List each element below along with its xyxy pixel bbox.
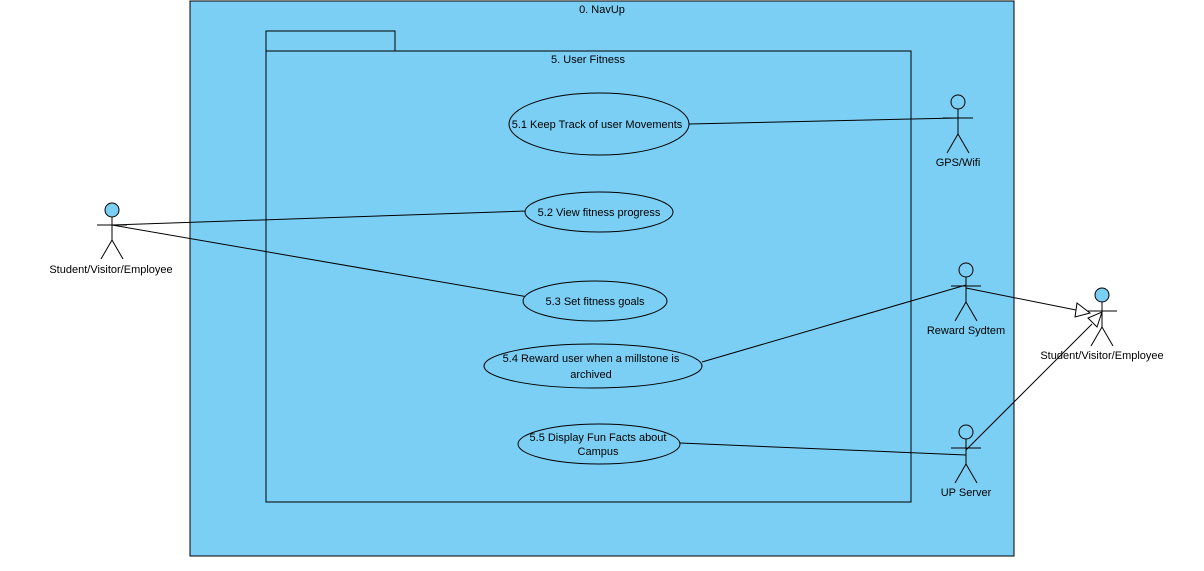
actor-leg-left bbox=[1090, 326, 1103, 347]
actor-gps-wifi bbox=[943, 94, 973, 154]
use-case-label: 5.1 Keep Track of user Movements bbox=[512, 119, 683, 131]
generalizations bbox=[965, 287, 1103, 451]
actor-leg-left bbox=[946, 133, 959, 154]
use-case-ellipse bbox=[483, 343, 703, 389]
actor-label: Student/Visitor/Employee bbox=[49, 264, 172, 276]
associations bbox=[111, 117, 967, 456]
use-case-ellipse bbox=[517, 423, 681, 465]
actor-up-server bbox=[951, 424, 981, 484]
actor-label: GPS/Wifi bbox=[936, 157, 981, 169]
system-title: 0. NavUp bbox=[579, 4, 625, 16]
actor-reward-system bbox=[951, 262, 981, 322]
actor-leg-left bbox=[100, 239, 113, 260]
package-title: 5. User Fitness bbox=[551, 54, 625, 66]
actor-leg-left bbox=[954, 301, 967, 322]
actor-head bbox=[1094, 287, 1110, 303]
use-case-5-4: 5.4 Reward user when a millstone is arch… bbox=[483, 343, 703, 389]
generalization-upserver-arrowhead bbox=[1087, 311, 1103, 328]
use-case-label-line-2: Campus bbox=[578, 446, 619, 458]
actor-head bbox=[958, 424, 974, 440]
use-case-label-line-2: archived bbox=[570, 369, 612, 381]
generalization-reward-line bbox=[965, 287, 1077, 311]
actor-leg-left bbox=[954, 463, 967, 484]
actor-student-left bbox=[97, 202, 127, 260]
use-case-5-5: 5.5 Display Fun Facts about Campus bbox=[517, 423, 681, 465]
association-student-uc2 bbox=[111, 210, 527, 226]
actor-student-right bbox=[1087, 287, 1117, 347]
association-student-uc3 bbox=[111, 224, 541, 300]
actor-label: Student/Visitor/Employee bbox=[1040, 350, 1163, 362]
use-case-ellipse bbox=[522, 280, 668, 322]
association-uc4-reward bbox=[701, 284, 967, 363]
use-case-5-3: 5.3 Set fitness goals bbox=[522, 280, 668, 322]
use-case-5-1: 5.1 Keep Track of user Movements bbox=[508, 92, 690, 156]
actor-leg-right bbox=[957, 133, 970, 154]
actor-leg-right bbox=[965, 301, 978, 322]
use-case-ellipse bbox=[508, 92, 690, 156]
generalization-upserver-line bbox=[965, 323, 1093, 451]
actor-leg-right bbox=[1101, 326, 1114, 347]
use-case-label: 5.3 Set fitness goals bbox=[545, 296, 645, 308]
package-tab bbox=[265, 30, 396, 52]
actor-label: Reward Sydtem bbox=[927, 325, 1005, 337]
actor-leg-right bbox=[111, 239, 124, 260]
actor-head bbox=[958, 262, 974, 278]
use-case-5-2: 5.2 View fitness progress bbox=[524, 191, 674, 233]
use-case-label-line-1: 5.4 Reward user when a millstone is bbox=[503, 353, 680, 365]
association-uc5-upserver bbox=[679, 442, 967, 456]
generalization-reward-arrowhead bbox=[1074, 302, 1092, 318]
association-uc1-gps bbox=[688, 117, 959, 125]
use-case-ellipse bbox=[524, 191, 674, 233]
actor-head bbox=[950, 94, 966, 110]
use-case-label: 5.2 View fitness progress bbox=[538, 207, 661, 219]
use-case-label-line-1: 5.5 Display Fun Facts about bbox=[530, 432, 667, 444]
actor-head bbox=[104, 202, 120, 218]
actor-leg-right bbox=[965, 463, 978, 484]
actor-label: UP Server bbox=[941, 487, 992, 499]
